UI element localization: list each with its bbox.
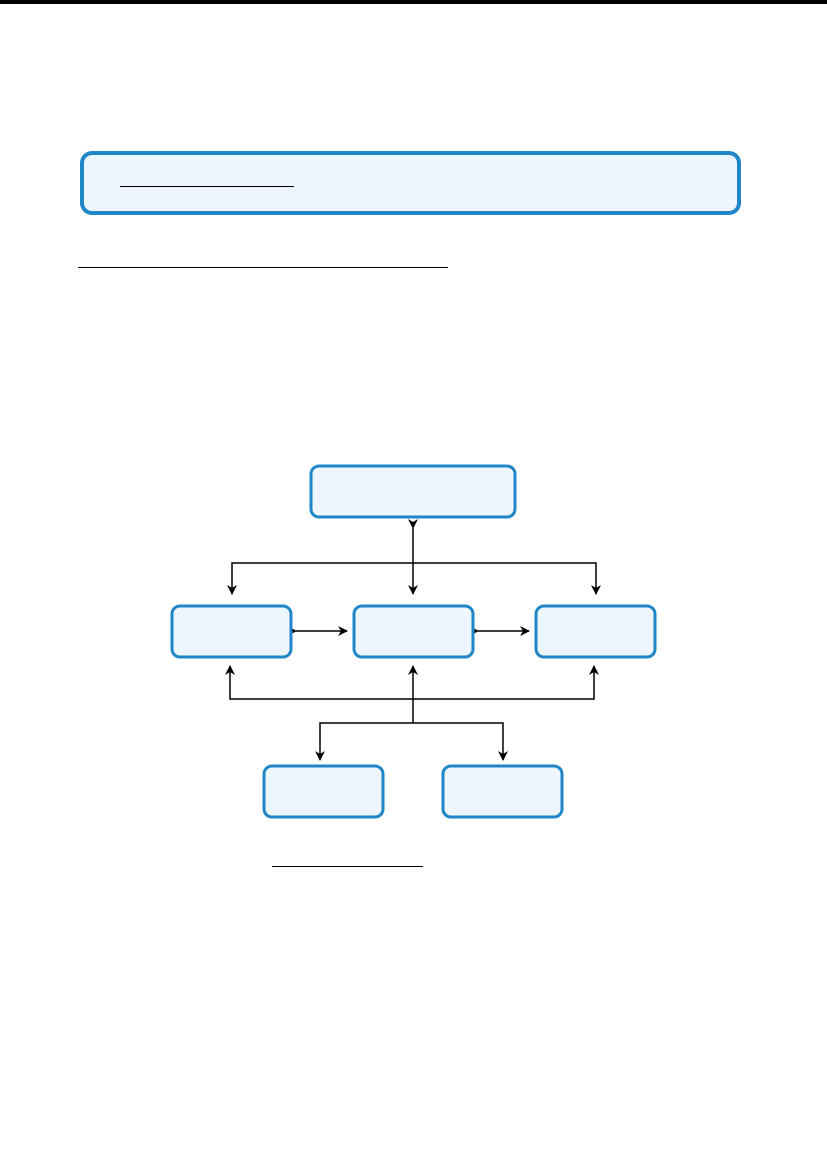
edge-feedback-left [225,665,413,700]
edge-top-right-branch [413,562,601,595]
node-bottom-left [262,764,385,819]
edge-feedback-right [413,665,599,700]
figure-caption-rule [272,866,423,867]
edge-bottom-right [413,722,508,761]
edge-bottom-left [315,722,413,761]
node-middle-left [170,604,293,659]
connectors [225,519,601,761]
edge-top-left-branch [227,562,413,595]
top-rule-bar [0,0,827,4]
nodes [170,464,657,819]
top-rule [0,0,827,4]
node-middle-center [352,604,475,659]
node-top [309,464,517,519]
node-bottom-right [441,764,564,819]
callout-underline [120,186,294,187]
section-heading-rule [78,267,448,268]
callout-box [80,151,741,215]
node-middle-right [534,604,657,659]
